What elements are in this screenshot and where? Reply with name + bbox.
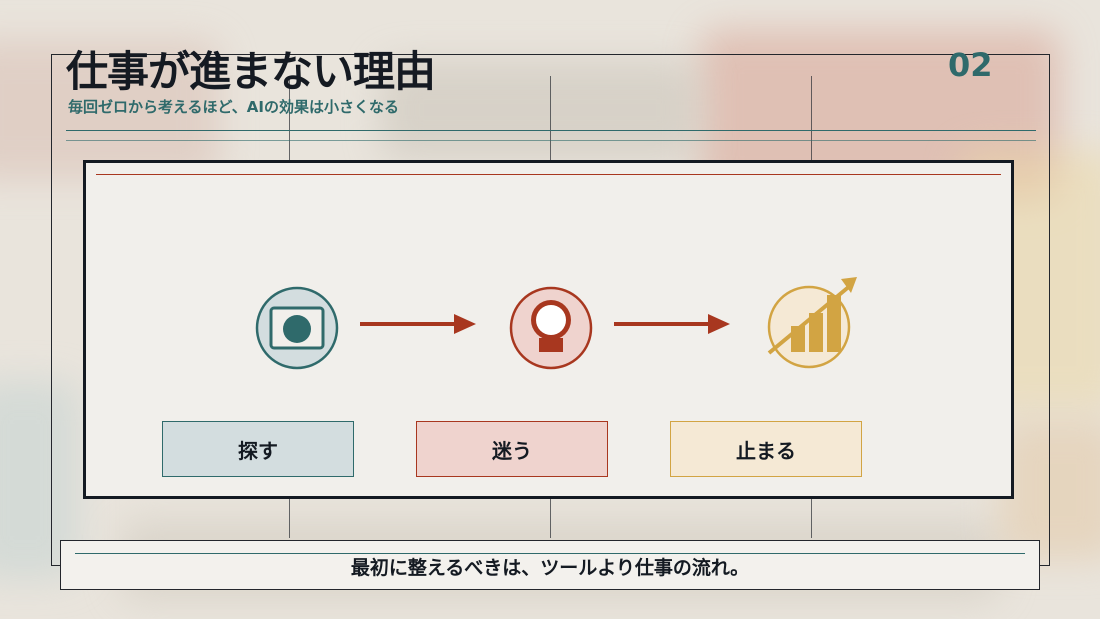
search-window-icon [255, 286, 339, 370]
step-label: 止まる [736, 438, 796, 463]
step-label: 迷う [492, 438, 532, 463]
arrow-right-icon [360, 314, 476, 334]
footer-banner: 最初に整えるべきは、ツールより仕事の流れ。 [60, 540, 1040, 590]
arrow-right-icon [614, 314, 730, 334]
growth-chart-icon [767, 277, 857, 369]
panel-rule [96, 174, 1001, 175]
header-rule [66, 130, 1036, 131]
flow-panel: 探す 迷う 止まる [83, 160, 1014, 499]
header-rule-thin [66, 140, 1036, 141]
step-stop: 止まる [670, 421, 862, 477]
step-label: 探す [238, 438, 278, 463]
page-subtitle: 毎回ゼロから考えるほど、AIの効果は小さくなる [68, 98, 399, 116]
person-hesitate-icon [509, 286, 593, 370]
step-search: 探す [162, 421, 354, 477]
footer-message: 最初に整えるべきは、ツールより仕事の流れ。 [350, 557, 750, 579]
page-number: 02 [948, 46, 993, 84]
footer-rule [75, 553, 1025, 554]
page-title: 仕事が進まない理由 [66, 47, 436, 96]
step-hesitate: 迷う [416, 421, 608, 477]
